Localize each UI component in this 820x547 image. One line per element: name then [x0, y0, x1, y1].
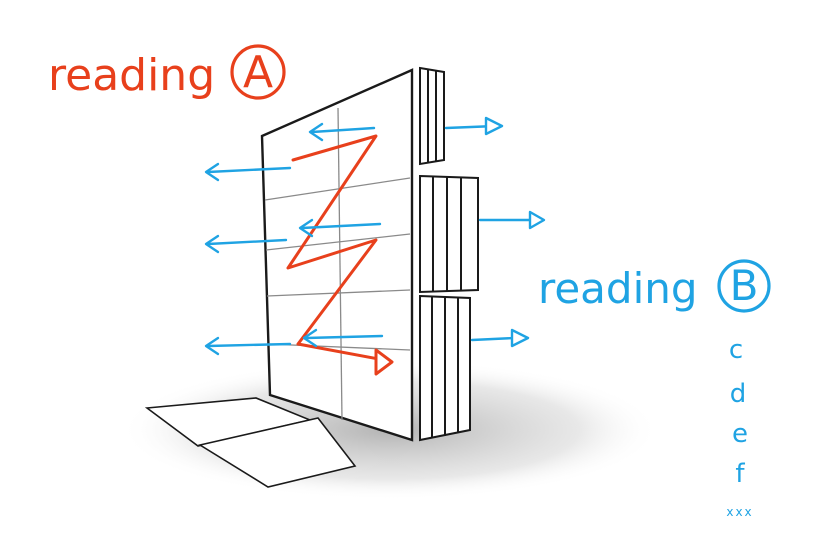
reading-b-label: reading B	[538, 259, 771, 313]
panel-stack-middle	[419, 174, 479, 294]
floor-pages	[144, 397, 357, 488]
page-grid	[264, 107, 411, 421]
arrow-left-top-outer	[204, 162, 292, 182]
main-page	[260, 68, 414, 442]
main-page-face	[260, 68, 414, 442]
reading-b-letter: B	[730, 261, 759, 310]
arrow-left-bottom-outer	[204, 336, 292, 356]
arrow-left-mid-outer	[204, 234, 288, 254]
sequence-letters: c d e f xxx	[726, 335, 753, 519]
arrow-right-middle	[478, 210, 546, 230]
arrow-left-top-inner	[308, 122, 376, 142]
arrow-left-mid-inner	[298, 218, 382, 238]
reading-b-text: reading	[538, 264, 698, 313]
sequence-ellipsis: xxx	[726, 505, 753, 519]
floor-page-front	[197, 417, 357, 488]
reading-a-label: reading A	[48, 44, 286, 101]
letter-c: c	[729, 335, 743, 365]
panel-stack-top	[419, 66, 445, 166]
reading-a-circle	[230, 44, 286, 100]
reading-a-text: reading	[48, 50, 215, 101]
reading-a-letter: A	[243, 47, 273, 98]
panel-stack-bottom	[419, 294, 471, 442]
arrow-right-top	[444, 116, 504, 136]
letter-f: f	[735, 459, 745, 489]
letter-e: e	[732, 419, 748, 449]
letter-d: d	[730, 379, 747, 409]
arrow-left-bottom-inner	[302, 328, 384, 348]
reading-b-circle	[717, 259, 771, 313]
arrow-right-bottom	[470, 328, 530, 348]
left-arrows	[204, 122, 384, 356]
right-arrows	[444, 116, 546, 348]
reading-a-path	[286, 134, 394, 376]
